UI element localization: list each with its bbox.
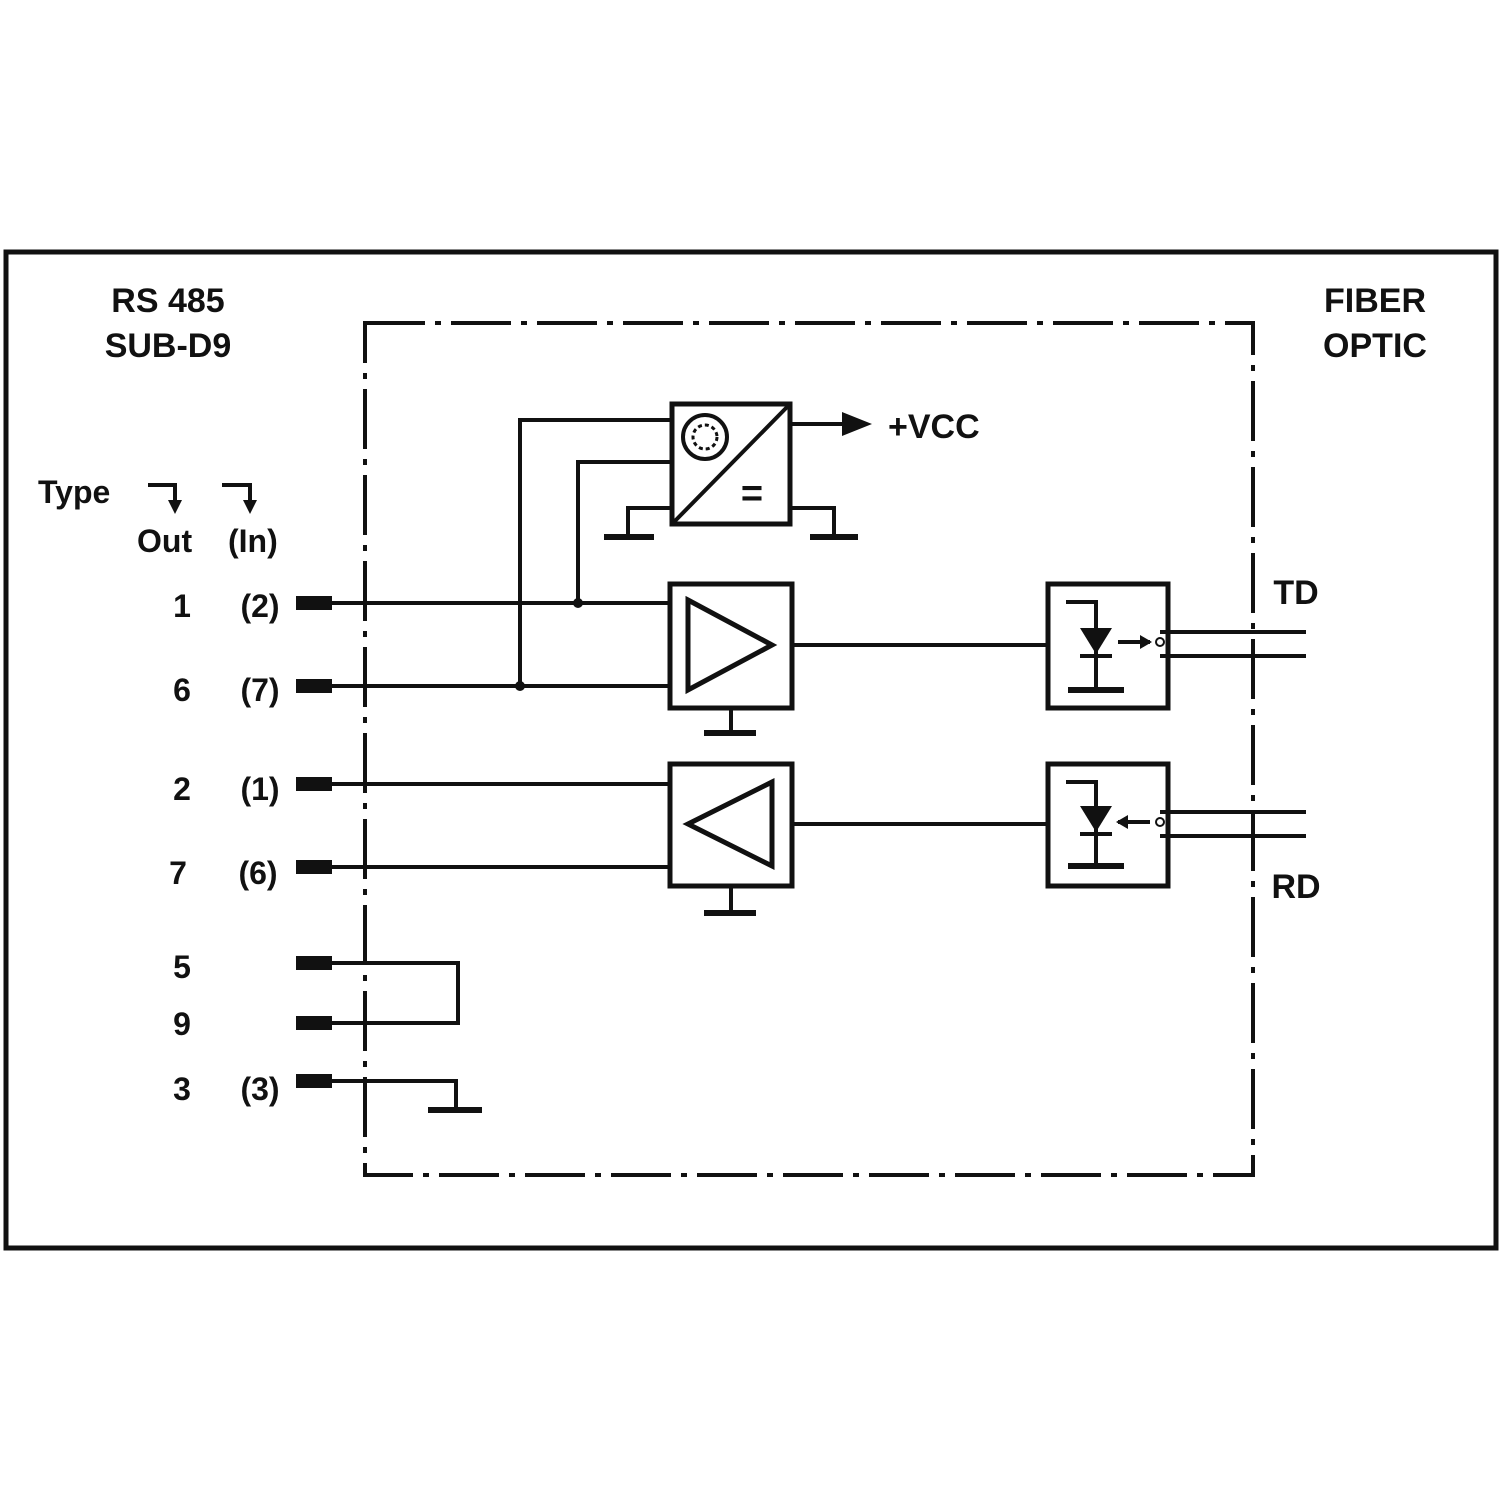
ground-icon [790,506,858,540]
ground-icon [704,887,756,916]
ground-icon [704,708,756,736]
pin-label-out: 7 [169,855,187,891]
right-header-line1: FIBER [1324,282,1426,320]
pin-label-in: (2) [240,588,279,624]
rd-label: RD [1271,868,1320,906]
module-boundary [363,321,1255,1177]
dc-symbol: = [741,473,763,515]
pin-label-in: (7) [240,672,279,708]
pin-contact [296,679,332,693]
led-icon [1080,628,1112,658]
pin-label-out: 9 [173,1006,191,1042]
pin-label-out: 6 [173,672,191,708]
pin-contact [296,860,332,874]
junction-dot [515,681,525,691]
pin-contact [296,1016,332,1030]
pin-label-in: (6) [238,855,277,891]
pin-label-out: 1 [173,588,191,624]
junction-dot [573,598,583,608]
fiber-receiver [1045,761,1171,889]
in-type-arrow-icon [222,483,257,514]
left-header-line2: SUB-D9 [105,327,232,365]
vcc-label: +VCC [888,408,980,446]
fiber-transmitter [1045,581,1171,711]
photodiode-icon [1080,806,1112,836]
line-driver [667,581,795,711]
outer-frame [3,249,1499,1251]
out-label: Out [137,523,192,559]
pin-contact [296,777,332,791]
wires [330,418,1048,1110]
pin-label-in: (3) [240,1071,279,1107]
in-label: (In) [228,523,278,559]
pin-label-out: 3 [173,1071,191,1107]
power-converter: = [669,401,793,527]
vcc-arrow-icon [842,412,872,436]
left-header-line1: RS 485 [111,282,224,320]
fiber-cable [1160,630,1306,838]
line-receiver [667,761,795,889]
pin-label-out: 2 [173,771,191,807]
right-header-line2: OPTIC [1323,327,1427,365]
ground-icon [604,506,672,540]
type-label: Type [38,474,110,510]
pin-contact [296,956,332,970]
td-label: TD [1273,574,1318,612]
out-type-arrow-icon [148,483,182,514]
pin-label-out: 5 [173,949,191,985]
pin-contact [296,1074,332,1088]
pin-contact [296,596,332,610]
pin-label-in: (1) [240,771,279,807]
ac-source-icon [681,413,729,461]
